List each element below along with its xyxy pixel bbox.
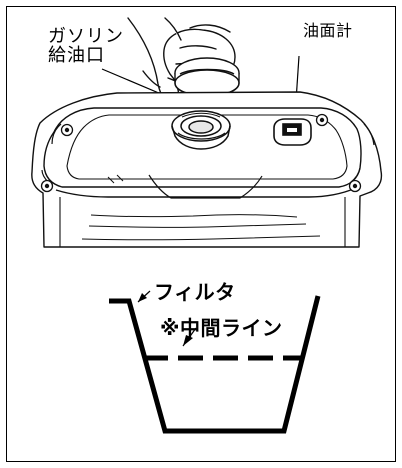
filter-cup-icon xyxy=(109,295,321,434)
fuel-inlet-label-line1: ガソリン xyxy=(48,26,124,47)
filter-outline xyxy=(109,295,321,434)
filter-arrow xyxy=(138,293,147,302)
oil-gauge-label: 油面計 xyxy=(303,21,353,40)
fuel-cap-icon xyxy=(174,57,240,97)
tank-bolts xyxy=(40,113,362,193)
fuel-inlet-label-line2: 給油口 xyxy=(48,44,105,66)
fuel-gauge-icon xyxy=(273,118,312,146)
filter-label: フィルタ xyxy=(154,280,236,304)
fuel-inlet-neck-icon xyxy=(171,110,231,150)
middle-line-label: ※中間ライン xyxy=(160,316,283,340)
middle-line-arrow xyxy=(183,335,193,346)
fuel-inlet-label: ガソリン 給油口 xyxy=(48,26,124,66)
